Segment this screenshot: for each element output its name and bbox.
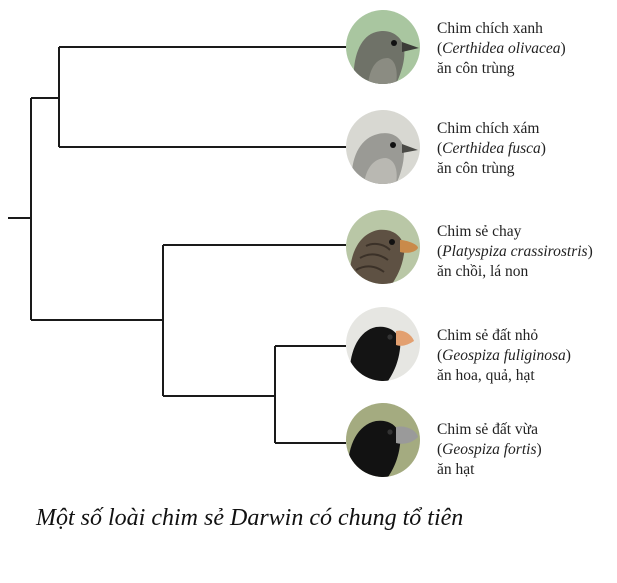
vegetarian-finch-icon	[346, 210, 420, 284]
common-name: Chim chích xanh	[437, 20, 543, 37]
species-label-chich-xanh: Chim chích xanh (Certhidea olivacea) ăn …	[437, 19, 566, 79]
figure-caption: Một số loài chim sẻ Darwin có chung tổ t…	[36, 505, 464, 531]
common-name: Chim sẻ đất nhỏ	[437, 327, 539, 344]
warbler-finch-green-icon	[346, 10, 420, 84]
warbler-finch-grey-icon	[346, 110, 420, 184]
scientific-name: (Geospiza fuliginosa)	[437, 347, 571, 364]
common-name: Chim chích xám	[437, 120, 540, 137]
diet: ăn côn trùng	[437, 160, 515, 177]
diet: ăn hoa, quả, hạt	[437, 367, 535, 384]
diet: ăn chồi, lá non	[437, 263, 529, 280]
species-label-se-dat-nho: Chim sẻ đất nhỏ (Geospiza fuliginosa) ăn…	[437, 326, 571, 386]
diet: ăn hạt	[437, 461, 475, 478]
common-name: Chim sẻ đất vừa	[437, 421, 538, 438]
species-label-se-dat-vua: Chim sẻ đất vừa (Geospiza fortis) ăn hạt	[437, 420, 542, 480]
common-name: Chim sẻ chay	[437, 223, 522, 240]
medium-ground-finch-icon	[346, 403, 420, 477]
scientific-name: (Certhidea olivacea)	[437, 40, 566, 57]
small-ground-finch-icon	[346, 307, 420, 381]
scientific-name: (Certhidea fusca)	[437, 140, 546, 157]
scientific-name: (Platyspiza crassirostris)	[437, 243, 593, 260]
diet: ăn côn trùng	[437, 60, 515, 77]
species-label-se-chay: Chim sẻ chay (Platyspiza crassirostris) …	[437, 222, 593, 282]
scientific-name: (Geospiza fortis)	[437, 441, 542, 458]
species-label-chich-xam: Chim chích xám (Certhidea fusca) ăn côn …	[437, 119, 546, 179]
